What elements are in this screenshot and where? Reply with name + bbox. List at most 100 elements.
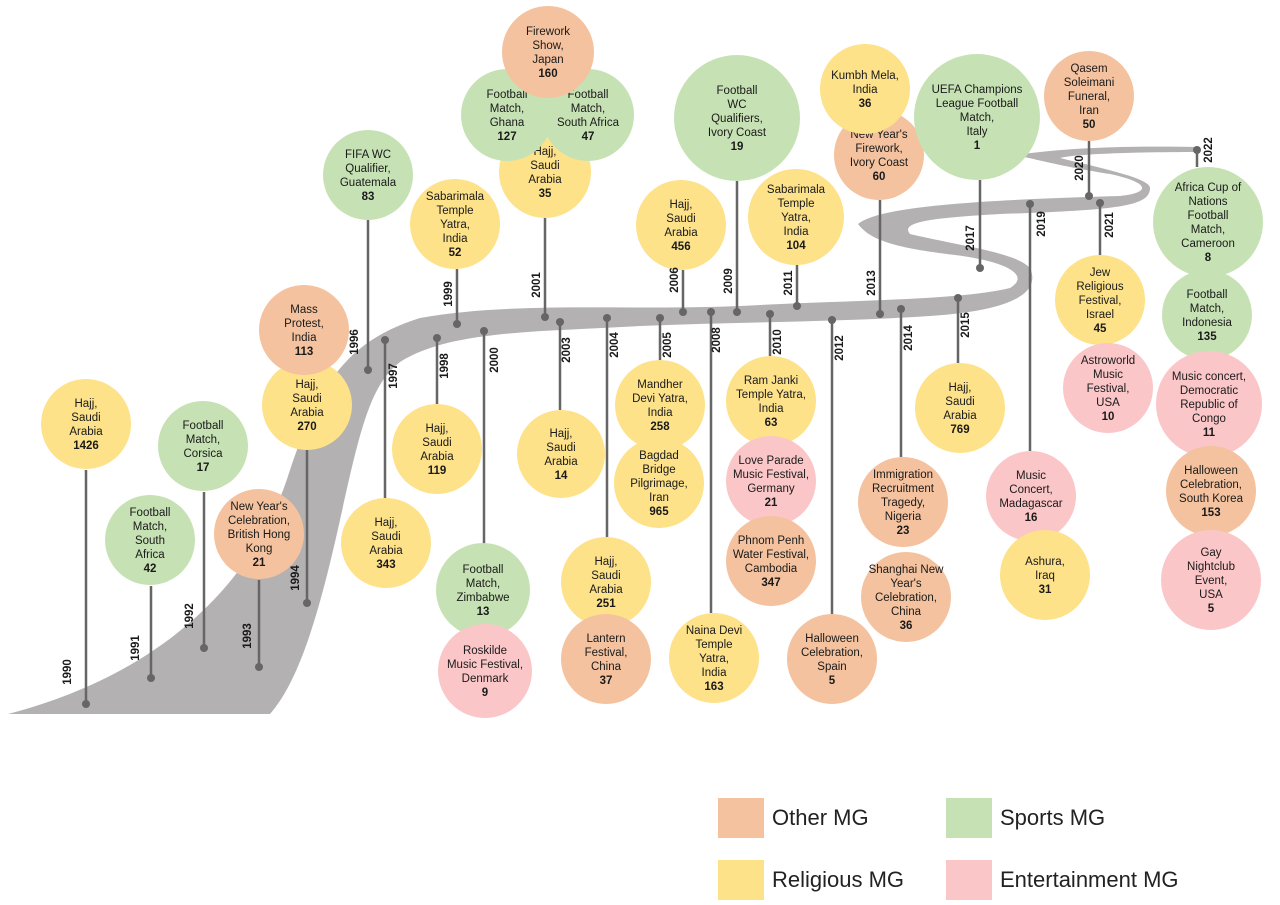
event-label-line: Hajj, [74,398,97,410]
event-count: 1426 [73,440,99,452]
event-count: 31 [1039,584,1052,596]
event-label-line: Roskilde [463,645,507,657]
event-count: 104 [786,240,806,252]
year-dot-2013 [876,310,884,318]
year-label-2010: 2010 [772,329,784,355]
event-count: 23 [897,525,910,537]
year-dot-2010 [766,310,774,318]
event-label-line: Football [463,564,504,576]
event-label-line: Yatra, [699,653,729,665]
year-label-2001: 2001 [531,272,543,298]
year-dot-1991 [147,674,155,682]
legend-label-entertainment: Entertainment MG [1000,867,1179,892]
event-label-line: Saudi [371,531,400,543]
event-label-line: Cambodia [745,563,798,575]
event-label-line: FIFA WC [345,149,391,161]
event-count: 19 [731,141,744,153]
event-label-line: Spain [817,661,846,673]
event-label-line: British Hong [228,529,291,541]
event-label-line: Arabia [69,426,103,438]
event-circle-religious [615,360,705,450]
event-count: 113 [295,346,314,358]
event-label-line: Protest, [284,318,324,330]
event-label-line: Pilgrimage, [630,478,688,490]
event-label-line: China [891,606,922,618]
event-label-line: Saudi [422,437,451,449]
year-label-2017: 2017 [965,225,977,251]
event-label-line: Event, [1195,575,1228,587]
event-label-line: Match, [960,112,995,124]
event-count: 135 [1197,331,1217,343]
year-label-1996: 1996 [349,329,361,355]
event-label-line: Religious [1076,281,1124,293]
event-label-line: Love Parade [738,455,803,467]
event-label-line: Ashura, [1025,556,1065,568]
event-circle-other [861,552,951,642]
year-dot-2005 [656,314,664,322]
year-label-1994: 1994 [290,565,302,591]
event-label-line: Temple [777,198,814,210]
event-label-line: Music concert, [1172,371,1246,383]
event-label-line: Hajj, [533,146,556,158]
event-label-line: Japan [532,54,563,66]
event-label-line: Football [1188,210,1229,222]
event-label-line: Sabarimala [426,191,485,203]
event-label-line: Festival, [585,647,628,659]
year-dot-1999 [453,320,461,328]
year-dot-2012 [828,316,836,324]
event-count: 9 [482,687,488,699]
event-label-line: Temple [436,205,473,217]
event-label-line: Republic of [1180,399,1238,411]
event-label-line: South [135,535,165,547]
year-label-1997: 1997 [388,363,400,389]
event-label-line: Arabia [420,451,454,463]
event-label-line: Israel [1086,309,1114,321]
event-count: 163 [704,681,723,693]
event-label-line: Saudi [591,570,620,582]
event-count: 251 [596,598,616,610]
event-label-line: Funeral, [1068,91,1110,103]
year-dot-2014 [897,305,905,313]
event-circle-religious [748,169,844,265]
event-label-line: Saudi [666,213,695,225]
legend-label-other: Other MG [772,805,869,830]
year-label-2020: 2020 [1074,155,1086,181]
year-label-2014: 2014 [903,325,915,351]
event-label-line: Africa Cup of [1175,182,1242,194]
event-circle-other [787,614,877,704]
year-label-2015: 2015 [960,312,972,338]
event-count: 8 [1205,252,1212,264]
event-count: 14 [555,470,568,482]
event-label-line: Mandher [637,379,683,391]
event-label-line: South Korea [1179,493,1244,505]
event-label-line: Music Festival, [733,469,809,481]
event-label-line: Qualifiers, [711,113,763,125]
event-circle-religious [614,438,704,528]
event-label-line: Saudi [530,160,559,172]
event-label-line: Hajj, [295,379,318,391]
event-circle-sports [323,130,413,220]
event-count: 769 [950,424,969,436]
year-dot-2022 [1193,146,1201,154]
event-count: 45 [1094,323,1107,335]
